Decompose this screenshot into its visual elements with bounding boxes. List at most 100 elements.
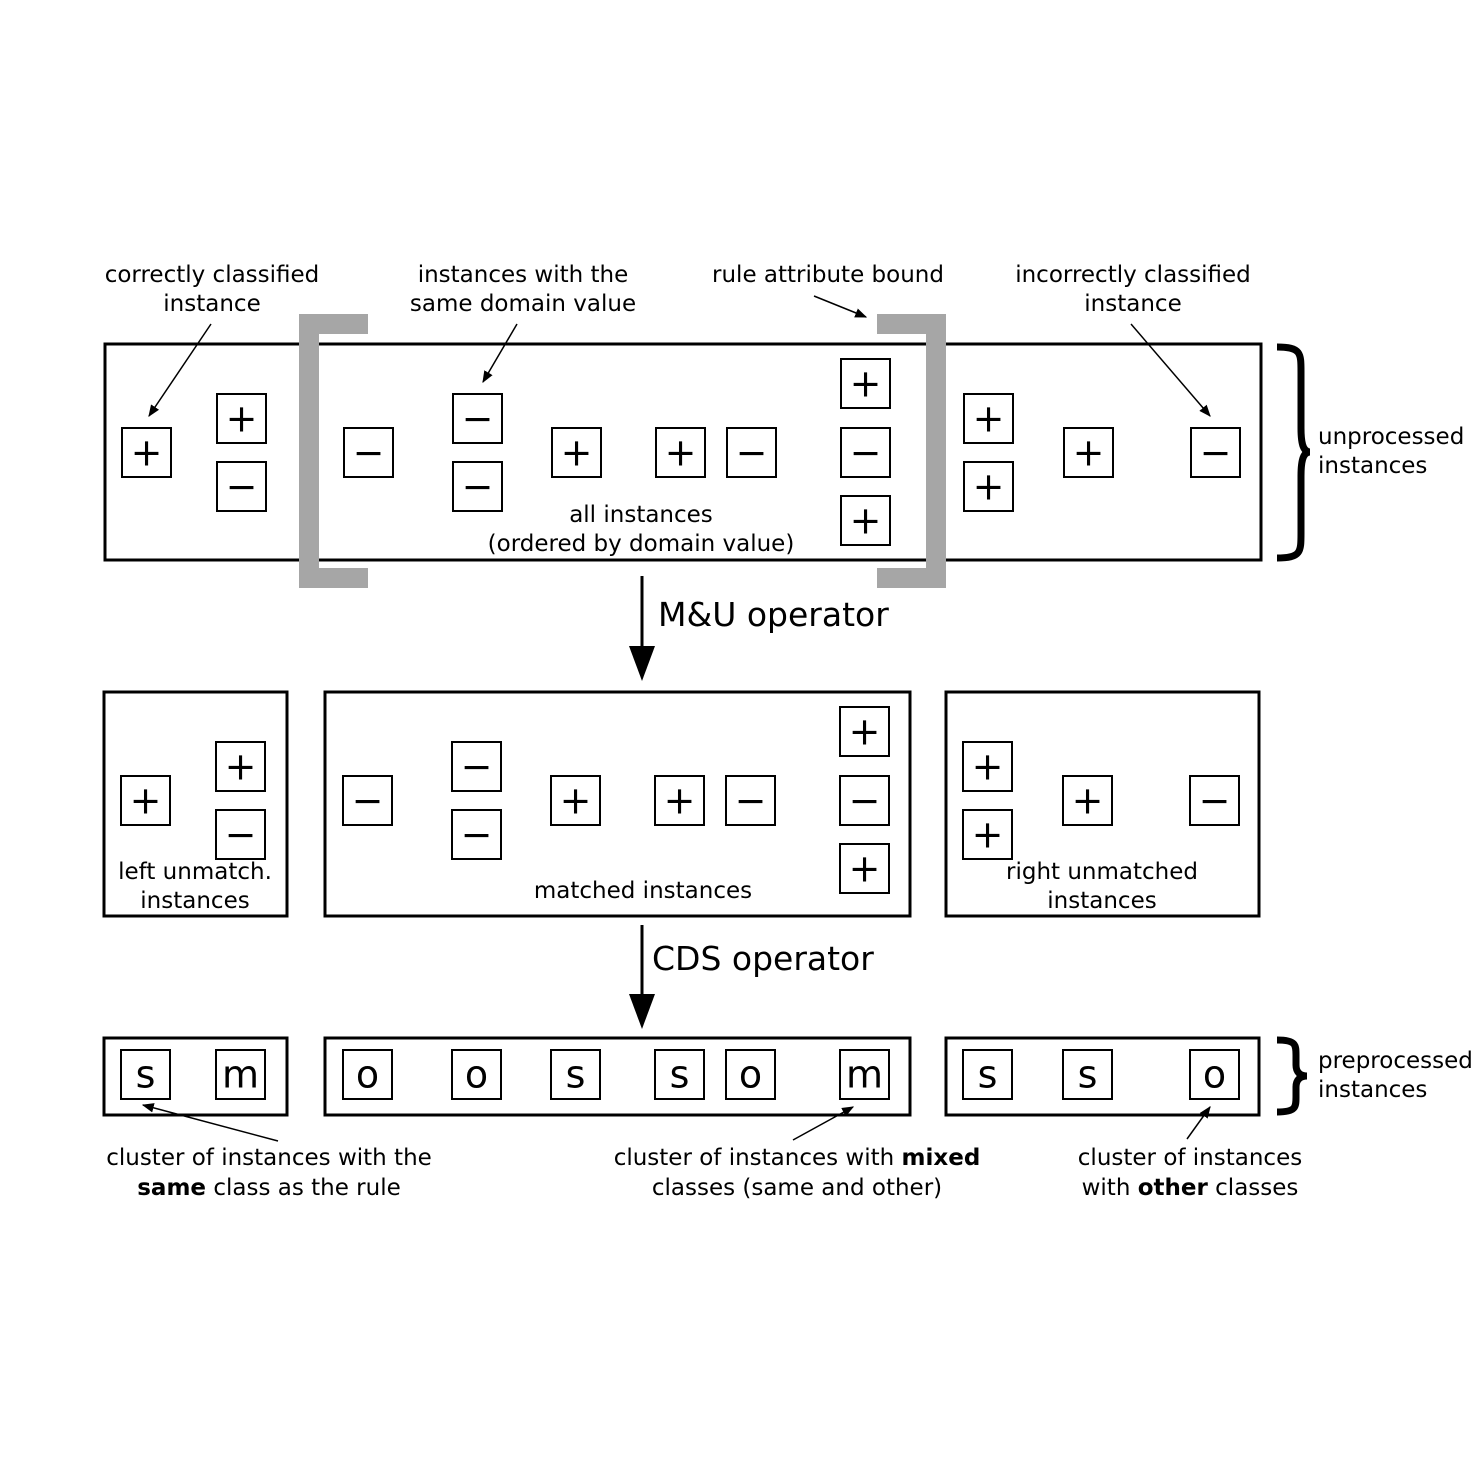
incorrect-annotation-line2: instance [1084,291,1181,317]
instance-box: − [342,775,393,826]
svg-text:+: + [972,745,1004,789]
right-unmatched-label-line2: instances [1047,888,1156,914]
svg-text:−: − [462,465,494,509]
preprocessed-label-line1: preprocessed [1318,1048,1473,1074]
mixed-cluster-annotation-line2: classes (same and other) [652,1175,942,1201]
cluster-box: s [1062,1049,1113,1100]
instance-box: − [1189,775,1240,826]
instance-box: + [215,741,266,792]
cluster-box: m [839,1049,890,1100]
instance-box: + [963,461,1014,512]
svg-text:+: + [664,779,696,823]
left-unmatched-box [102,690,289,918]
same-cluster-annotation-line1: cluster of instances with the [106,1145,432,1171]
instance-box: − [726,427,777,478]
right-unmatched-label-line1: right unmatched [1006,859,1198,885]
instance-box: − [840,427,891,478]
instance-box: + [121,427,172,478]
svg-text:+: + [849,847,881,891]
instance-box: − [451,741,502,792]
svg-text:+: + [973,465,1005,509]
mu-arrowhead [629,646,655,681]
bound-annotation-arrow [813,295,868,318]
svg-text:+: + [560,779,592,823]
all-instances-label: all instances [569,502,713,528]
incorrect-annotation-line1: incorrectly classified [1015,262,1251,288]
right-unmatched-box [944,690,1261,918]
unprocessed-brace [1276,343,1311,562]
cluster-box: s [120,1049,171,1100]
svg-text:+: + [131,431,163,475]
same-domain-annotation-line1: instances with the [418,262,629,288]
left-unmatched-label-line1: left unmatch. [118,859,272,885]
matched-cluster-box [323,1036,912,1117]
correct-annotation-line1: correctly classified [105,262,320,288]
mixed-cluster-arrow [792,1106,855,1141]
svg-text:−: − [352,779,384,823]
svg-text:s: s [978,1053,998,1097]
instance-box: + [962,741,1013,792]
svg-text:+: + [1073,431,1105,475]
cluster-box: o [1189,1049,1240,1100]
svg-text:−: − [226,465,258,509]
instance-box: + [654,775,705,826]
svg-text:−: − [353,431,385,475]
correct-annotation-line2: instance [163,291,260,317]
instance-box: + [839,706,890,757]
svg-text:+: + [665,431,697,475]
cluster-box: o [451,1049,502,1100]
unprocessed-label-line1: unprocessed [1318,424,1464,450]
cds-operator-label: CDS operator [652,939,874,978]
svg-text:−: − [461,745,493,789]
instance-box: + [840,495,891,546]
mixed-cluster-annotation-line1: cluster of instances with mixed [614,1145,981,1171]
left-unmatched-label-line2: instances [140,888,249,914]
instance-box: + [962,809,1013,860]
incorrect-annotation-arrow [1130,323,1211,417]
svg-text:o: o [1203,1053,1226,1097]
svg-text:+: + [972,813,1004,857]
instance-box: + [839,843,890,894]
svg-text:+: + [973,397,1005,441]
cluster-box: s [654,1049,705,1100]
instance-box: + [1062,775,1113,826]
svg-text:−: − [1199,779,1231,823]
matched-instances-box [323,690,912,918]
instance-box: − [343,427,394,478]
unprocessed-label-line2: instances [1318,453,1427,479]
instance-box: − [215,809,266,860]
svg-text:s: s [136,1053,156,1097]
svg-text:−: − [461,813,493,857]
instance-box: − [451,809,502,860]
cluster-box: s [550,1049,601,1100]
right-bound-bracket [877,314,946,588]
svg-text:s: s [566,1053,586,1097]
svg-text:o: o [465,1053,488,1097]
svg-text:m: m [222,1053,259,1097]
svg-text:−: − [1200,431,1232,475]
svg-text:+: + [225,745,257,789]
svg-text:+: + [850,362,882,406]
svg-text:+: + [130,779,162,823]
same-cluster-annotation-line2: same class as the rule [137,1175,401,1201]
same-domain-annotation-arrow [482,323,518,384]
cluster-box: m [215,1049,266,1100]
svg-text:+: + [850,499,882,543]
instance-box: + [963,393,1014,444]
instance-box: + [216,393,267,444]
preprocessed-label-line2: instances [1318,1077,1427,1103]
left-bound-bracket [299,314,368,588]
left-cluster-box [102,1036,289,1117]
svg-text:−: − [736,431,768,475]
svg-text:s: s [670,1053,690,1097]
right-cluster-box [944,1036,1261,1117]
top-instance-symbols: + + − − − − + + − + − + + + + − [121,358,1241,546]
instance-box: + [551,427,602,478]
preprocessed-brace [1276,1036,1308,1116]
cluster-box: s [962,1049,1013,1100]
mu-operator-label: M&U operator [658,595,889,634]
svg-text:−: − [849,779,881,823]
svg-text:−: − [462,397,494,441]
cds-arrowhead [629,994,655,1029]
